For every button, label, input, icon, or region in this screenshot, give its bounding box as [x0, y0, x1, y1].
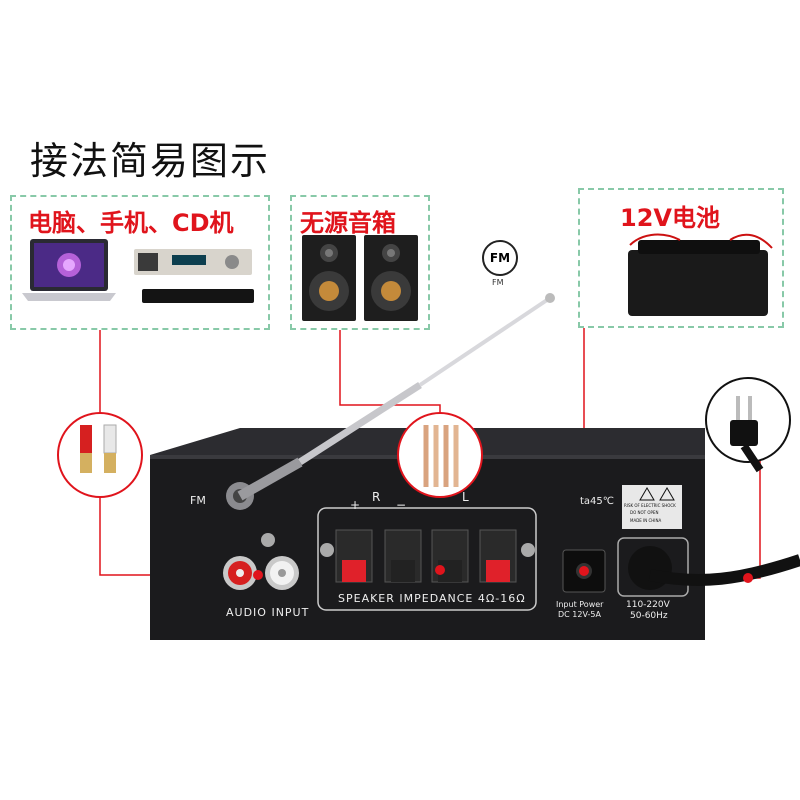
speaker-left-icon — [302, 235, 356, 321]
sources-box-title: 电脑、手机、CD机 — [28, 209, 234, 237]
speaker-right-icon — [364, 235, 418, 321]
battery-image — [628, 233, 773, 316]
warning-sticker — [622, 485, 682, 529]
screw-icon — [521, 543, 535, 557]
plug-inset — [705, 377, 791, 473]
audio-input-label: AUDIO INPUT — [226, 606, 310, 619]
mains-label-1: 110-220V — [626, 600, 670, 610]
speakers-image — [302, 235, 418, 321]
mains-cable — [648, 554, 800, 586]
speaker-terminals — [335, 529, 517, 583]
power-label-1: Input Power — [556, 600, 604, 609]
speaker-terminal-frame — [317, 507, 537, 611]
battery-box — [578, 188, 784, 328]
speakers-box-title: 无源音箱 — [300, 209, 396, 237]
warning-text-2: DO NOT OPEN — [630, 510, 659, 515]
temperature-label: ta45℃ — [580, 496, 615, 507]
connection-dots — [253, 565, 753, 583]
fm-badge-sub: FM — [492, 278, 504, 287]
speaker-wire-inset — [397, 412, 483, 498]
impedance-label: SPEAKER IMPEDANCE 4Ω-16Ω — [338, 592, 526, 605]
power-label-2: DC 12V-5A — [558, 610, 601, 619]
fm-badge-icon: FM — [482, 240, 518, 276]
rca-input-red — [223, 556, 257, 590]
sources-devices — [22, 239, 254, 303]
channel-r-label: R — [372, 490, 381, 504]
cd-player-icon — [134, 249, 254, 303]
minus-label: − — [396, 498, 407, 512]
battery-box-title: 12V电池 — [620, 204, 720, 232]
sources-box — [10, 195, 270, 330]
screw-icon — [320, 543, 334, 557]
page-title: 接法简易图示 — [30, 139, 271, 183]
antenna — [237, 293, 555, 501]
fm-label: FM — [190, 494, 206, 507]
speakers-box — [290, 195, 430, 330]
rca-input-white — [265, 556, 299, 590]
warning-text-1: RISK OF ELECTRIC SHOCK — [624, 503, 676, 508]
made-in-label: MADE IN CHINA — [630, 518, 662, 523]
plus-label: + — [350, 498, 361, 512]
mains-label-2: 50-60Hz — [630, 611, 668, 621]
screw-icon — [261, 533, 275, 547]
battery-icon — [628, 233, 773, 316]
rca-plug-inset — [57, 412, 143, 498]
laptop-icon — [22, 239, 116, 301]
channel-l-label: L — [462, 490, 469, 504]
